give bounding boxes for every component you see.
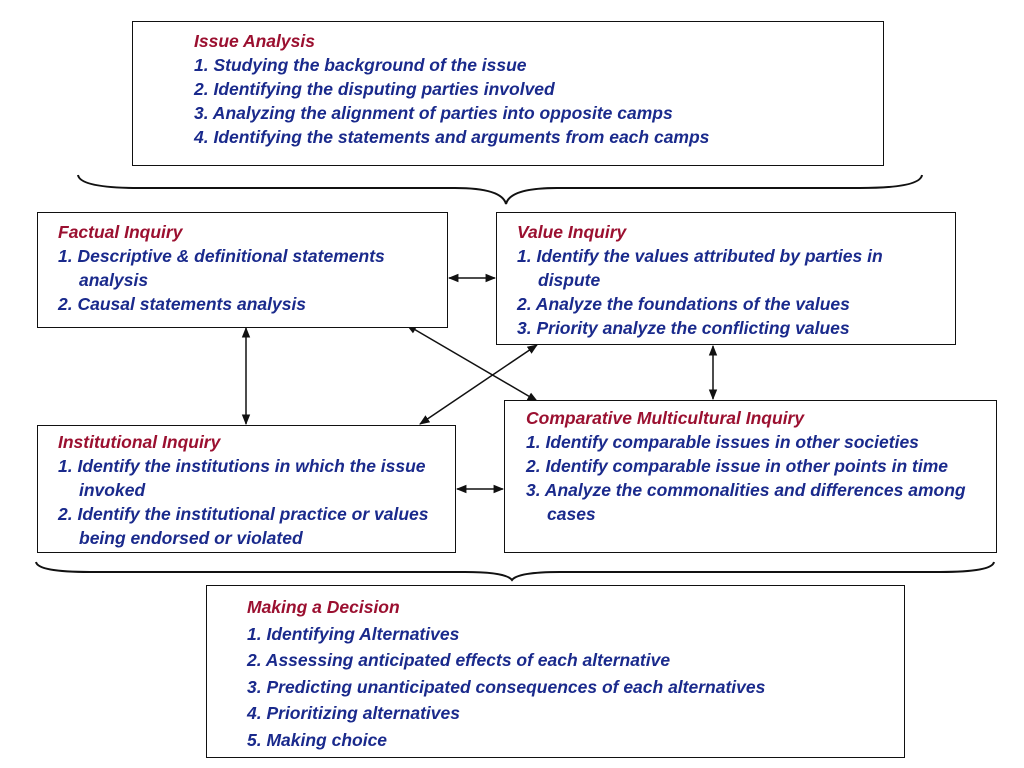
making-decision-item-3: 3. Predicting unanticipated consequences… — [247, 676, 766, 697]
making-decision-item-2: 2. Assessing anticipated effects of each… — [247, 650, 671, 670]
issue-analysis-item-4: 4. Identifying the statements and argume… — [194, 127, 710, 147]
factual-inquiry-item-2: 2. Causal statements analysis — [58, 294, 307, 314]
value-inquiry-title: Value Inquiry — [517, 222, 627, 242]
making-decision-title: Making a Decision — [247, 597, 400, 617]
issue-analysis-title: Issue Analysis — [194, 31, 315, 51]
bottom-brace — [35, 561, 995, 582]
comparative-inquiry-box: Comparative Multicultural Inquiry 1. Ide… — [504, 400, 997, 553]
factual-inquiry-title: Factual Inquiry — [58, 222, 183, 242]
value-inquiry-item-3: 3. Priority analyze the conflicting valu… — [517, 318, 850, 338]
issue-analysis-item-2: 2. Identifying the disputing parties inv… — [194, 79, 555, 99]
value-inquiry-item-1: 1. Identify the values attributed by par… — [517, 246, 883, 290]
issue-analysis-box: Issue Analysis 1. Studying the backgroun… — [132, 21, 884, 166]
top-brace — [77, 174, 923, 205]
factual-inquiry-item-1: 1. Descriptive & definitional statements… — [58, 246, 385, 290]
making-decision-item-4: 4. Prioritizing alternatives — [247, 703, 460, 723]
institutional-inquiry-item-2: 2. Identify the institutional practice o… — [58, 504, 429, 548]
making-decision-item-5: 5. Making choice — [247, 729, 388, 750]
institutional-inquiry-title: Institutional Inquiry — [58, 432, 221, 452]
institutional-inquiry-item-1: 1. Identify the institutions in which th… — [58, 456, 426, 500]
comparative-inquiry-item-1: 1. Identify comparable issues in other s… — [526, 432, 919, 452]
making-decision-item-1: 1. Identifying Alternatives — [247, 623, 460, 644]
value-inquiry-box: Value Inquiry 1. Identify the values att… — [496, 212, 956, 345]
making-decision-box: Making a Decision 1. Identifying Alterna… — [206, 585, 905, 758]
factual-inquiry-box: Factual Inquiry 1. Descriptive & definit… — [37, 212, 448, 328]
issue-analysis-item-3: 3. Analyzing the alignment of parties in… — [194, 103, 673, 123]
comparative-inquiry-title: Comparative Multicultural Inquiry — [526, 408, 805, 428]
value-inquiry-item-2: 2. Analyze the foundations of the values — [517, 294, 850, 314]
arrow-value-institutional — [419, 344, 538, 425]
comparative-inquiry-item-2: 2. Identify comparable issue in other po… — [526, 456, 949, 476]
institutional-inquiry-box: Institutional Inquiry 1. Identify the in… — [37, 425, 456, 553]
issue-analysis-item-1: 1. Studying the background of the issue — [194, 55, 527, 75]
comparative-inquiry-item-3: 3. Analyze the commonalities and differe… — [526, 480, 966, 524]
